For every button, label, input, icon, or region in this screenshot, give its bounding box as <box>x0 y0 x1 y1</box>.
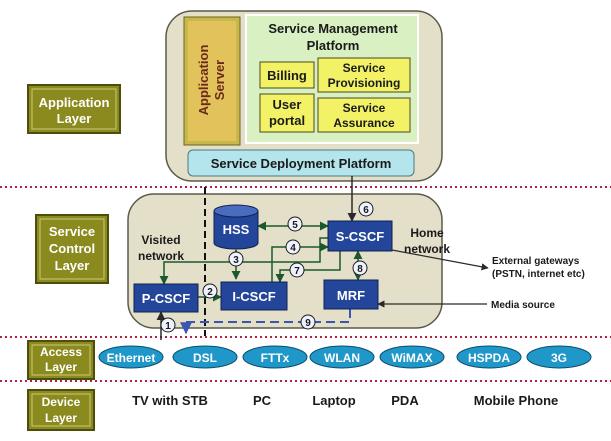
i-cscf-node: I-CSCF <box>220 281 288 311</box>
step-marker: 7 <box>289 262 305 278</box>
access-wimax: WiMAX <box>379 345 445 369</box>
visited-network-label: network <box>138 249 184 263</box>
svg-text:3G: 3G <box>551 351 567 365</box>
visited-network-label: Visited <box>141 233 180 247</box>
link-scscf-external <box>391 249 489 271</box>
media-source-label: Media source <box>491 300 555 311</box>
layer-label: Access <box>40 345 82 359</box>
step-marker: 4 <box>285 239 301 255</box>
user-portal-label: portal <box>269 113 305 128</box>
s-cscf-node: S-CSCF <box>327 220 393 252</box>
access-hspda: HSPDA <box>456 345 522 369</box>
svg-text:4: 4 <box>290 243 296 254</box>
layer-service-control: Service Control Layer <box>35 214 109 284</box>
svg-text:WLAN: WLAN <box>324 351 360 365</box>
layer-label: Application <box>39 95 110 110</box>
layer-application: Application Layer <box>27 84 121 134</box>
svg-text:3: 3 <box>233 255 239 266</box>
smp-title: Service Management <box>268 21 398 36</box>
application-server-label: Application <box>196 45 211 116</box>
step-marker: 6 <box>358 201 374 217</box>
device-mobile-phone: Mobile Phone <box>474 393 559 408</box>
device-pc: PC <box>253 393 272 408</box>
mrf-node: MRF <box>323 279 379 310</box>
svg-text:Ethernet: Ethernet <box>107 351 156 365</box>
access-wlan: WLAN <box>309 345 375 369</box>
access-ethernet: Ethernet <box>98 345 164 369</box>
smp-title: Platform <box>307 38 360 53</box>
layer-label: Device <box>42 395 81 409</box>
device-row: TV with STB PC Laptop PDA Mobile Phone <box>132 393 558 408</box>
home-network-label: network <box>404 242 450 256</box>
layer-access: Access Layer <box>27 340 95 380</box>
p-cscf-node: P-CSCF <box>133 283 199 313</box>
link-scscf-icscf <box>275 251 341 283</box>
device-pda: PDA <box>391 393 419 408</box>
link-scscf-pcscf <box>159 237 328 285</box>
svg-text:6: 6 <box>363 205 369 216</box>
layer-device: Device Layer <box>27 389 95 431</box>
mrf-label: MRF <box>337 288 365 303</box>
service-provisioning-label: Service <box>343 61 386 75</box>
access-row: Ethernet DSL FTTx WLAN WiMAX HSPDA 3G <box>98 345 592 369</box>
layer-label: Layer <box>57 111 92 126</box>
device-tv-stb: TV with STB <box>132 393 208 408</box>
svg-text:2: 2 <box>207 287 213 298</box>
application-server-box: Application Server <box>183 16 241 146</box>
svg-text:7: 7 <box>294 266 300 277</box>
service-assurance-box: Service Assurance <box>317 97 411 133</box>
svg-text:WiMAX: WiMAX <box>391 351 432 365</box>
svg-text:1: 1 <box>165 321 171 332</box>
home-network-label: Home <box>410 226 444 240</box>
layer-label: Layer <box>45 411 77 425</box>
i-cscf-label: I-CSCF <box>232 289 275 304</box>
billing-box: Billing <box>259 61 315 89</box>
layer-label: Layer <box>55 258 90 273</box>
link-mrf-media <box>180 309 351 335</box>
hss-node: HSS <box>213 204 259 250</box>
billing-label: Billing <box>267 68 307 83</box>
layer-label: Service <box>49 224 95 239</box>
service-assurance-label: Assurance <box>333 116 395 130</box>
service-management-platform: Service Management Platform Billing Serv… <box>245 14 419 144</box>
step-marker: 9 <box>300 314 316 330</box>
step-marker: 8 <box>352 260 368 276</box>
p-cscf-label: P-CSCF <box>142 291 190 306</box>
service-provisioning-box: Service Provisioning <box>317 57 411 93</box>
step-marker: 1 <box>160 317 176 333</box>
user-portal-box: User portal <box>259 93 315 133</box>
layer-label: Control <box>49 241 95 256</box>
user-portal-label: User <box>273 97 302 112</box>
application-server-label: Server <box>212 60 227 100</box>
access-fttx: FTTx <box>242 345 308 369</box>
external-gateways-label: External gateways <box>492 256 580 267</box>
step-marker: 2 <box>202 283 218 299</box>
service-assurance-label: Service <box>343 101 386 115</box>
layer-label: Layer <box>45 360 77 374</box>
external-gateways-label: (PSTN, internet etc) <box>492 269 585 280</box>
svg-text:FTTx: FTTx <box>261 351 290 365</box>
s-cscf-label: S-CSCF <box>336 229 384 244</box>
step-markers: 1 2 3 4 5 6 7 8 9 <box>160 201 374 333</box>
service-deployment-platform-box: Service Deployment Platform <box>187 149 415 177</box>
device-laptop: Laptop <box>312 393 355 408</box>
step-marker: 3 <box>228 251 244 267</box>
svg-text:8: 8 <box>357 264 363 275</box>
svg-text:5: 5 <box>292 220 298 231</box>
hss-label: HSS <box>223 222 250 237</box>
svg-text:9: 9 <box>305 318 311 329</box>
sdp-label: Service Deployment Platform <box>211 156 392 171</box>
link-icscf-scscf <box>271 242 329 282</box>
svg-text:HSPDA: HSPDA <box>468 351 510 365</box>
svg-text:DSL: DSL <box>193 351 217 365</box>
service-provisioning-label: Provisioning <box>328 76 401 90</box>
access-dsl: DSL <box>172 345 238 369</box>
access-3g: 3G <box>526 345 592 369</box>
step-marker: 5 <box>287 216 303 232</box>
